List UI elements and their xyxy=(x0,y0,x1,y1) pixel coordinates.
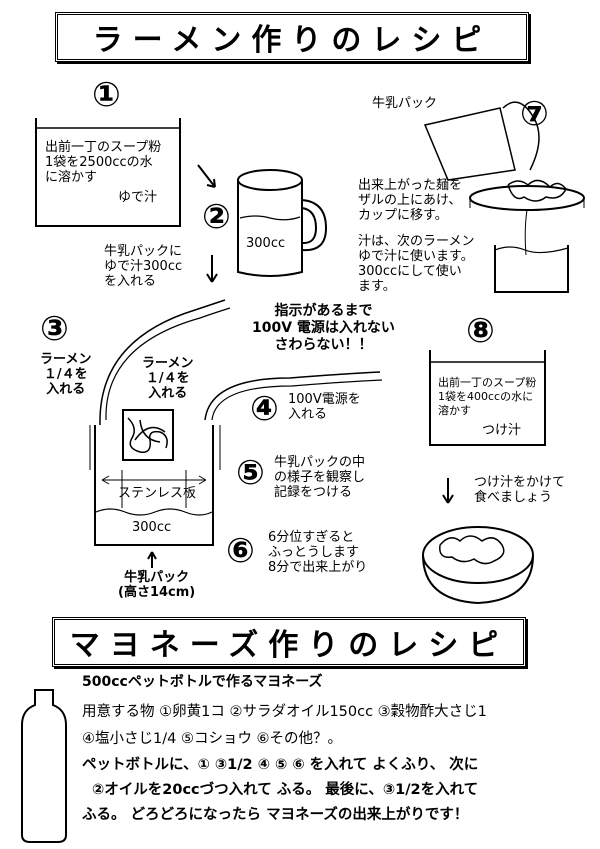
pack-volume-label: 300cc xyxy=(132,520,172,535)
cord-left xyxy=(99,299,226,426)
mayo-line-2: ④塩小さじ1/4 ⑤コショウ ⑥その他？。 xyxy=(82,731,343,747)
mayo-line-5: ふる。 どろどろになったら マヨネーズの出来上がりです！ xyxy=(82,807,469,823)
step-4-text: 100V電源を 入れる xyxy=(288,392,361,422)
step-2-text: 牛乳パックに ゆで汁300cc を入れる xyxy=(104,244,183,289)
noodle-square xyxy=(122,409,174,461)
ramen-recipe-title: ラーメン作りのレシピ xyxy=(55,12,529,62)
step-6-number: ⑥ xyxy=(226,531,255,571)
power-warning: 指示があるまで 100V 電源は入れない さわらない！！ xyxy=(252,303,395,353)
pot-1-outline xyxy=(35,118,181,227)
pack-label: 牛乳パック (高さ14cm) xyxy=(118,570,196,600)
step-3-inner-text: ラーメン １/４を 入れる xyxy=(142,356,194,401)
cord-right xyxy=(204,371,381,421)
pet-bottle-outline xyxy=(21,689,67,843)
step-5-text: 牛乳パックの中 の様子を観察し 記録をつける xyxy=(274,455,366,500)
mayo-heading: 500ccペットボトルで作るマヨネーズ xyxy=(82,674,323,690)
step-8-number: ⑧ xyxy=(466,311,495,351)
mayo-recipe-title: マヨネーズ作りのレシピ xyxy=(52,617,526,667)
step-8-text: つけ汁をかけて 食べましょう xyxy=(474,475,566,505)
plate-label: ステンレス板 xyxy=(118,486,197,501)
cup-outline xyxy=(237,180,303,277)
step-3-side-text: ラーメン １/４を 入れる xyxy=(40,352,92,397)
step-8-label: つけ汁 xyxy=(482,423,522,438)
mayo-line-1: 用意する物 ①卵黄1コ ②サラダオイル150cc ③穀物酢大さじ1 xyxy=(82,704,487,720)
arrow-to-cup xyxy=(197,164,216,188)
cup-7-outline xyxy=(494,245,569,293)
pot-8-outline xyxy=(429,350,546,446)
cup-volume-label: 300cc xyxy=(246,236,286,251)
pack-outline xyxy=(94,425,214,546)
step-7-text-1: 出来上がった麺を ザルの上にあけ、 カップに移す。 xyxy=(358,178,463,223)
bowl xyxy=(422,526,534,584)
mayo-line-4: ②オイルを20ccづつ入れて ふる。 最後に、③1/2を入れて xyxy=(92,782,479,798)
step-4-number: ④ xyxy=(250,389,279,429)
mayo-line-3: ペットボトルに、① ③1/2 ④ ⑤ ⑥ を入れて よくふり、 次に xyxy=(82,757,479,773)
pack-7-outline xyxy=(423,107,516,181)
step-1-label: ゆで汁 xyxy=(118,190,158,205)
step-1-text: 出前一丁のスープ粉 1袋を2500ccの水 に溶かす xyxy=(45,140,162,185)
step-5-number: ⑤ xyxy=(236,453,265,493)
step-1-number: ① xyxy=(92,75,121,115)
step-3-number: ③ xyxy=(40,309,69,349)
step-6-text: 6分位すぎると ふっとうします 8分で出来上がり xyxy=(268,530,368,575)
step-2-number: ② xyxy=(202,197,231,237)
step-7-number: ⑦ xyxy=(520,94,549,134)
step-7-text-2: 汁は、次のラーメン ゆで汁に使います。 300ccにして使い ます。 xyxy=(358,234,475,294)
step-7-pack-label: 牛乳パック xyxy=(372,96,438,111)
step-8-box-text: 出前一丁のスープ粉 1袋を400ccの水に 溶かす xyxy=(438,376,537,417)
